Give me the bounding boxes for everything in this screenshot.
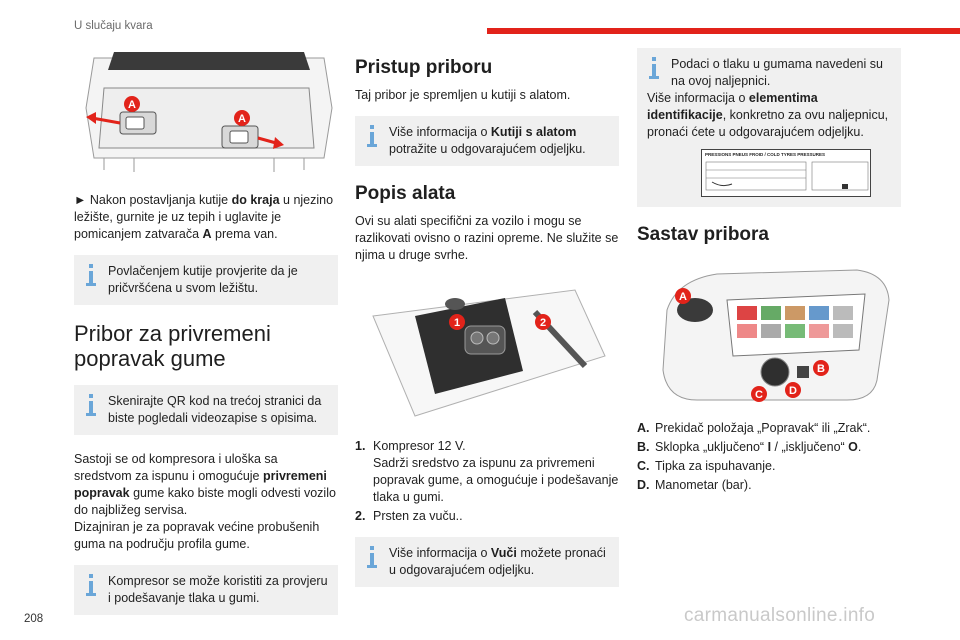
- tool-list-intro: Ovi su alati specifični za vozilo i mogu…: [355, 214, 619, 262]
- callout-a-left: A: [128, 99, 136, 111]
- step-arrow-icon: ►: [74, 193, 87, 207]
- figure-box-latches: A A: [74, 48, 338, 178]
- info-box-qr-code: Skenirajte QR kod na trećoj stranici da …: [74, 385, 338, 435]
- callout-d: D: [789, 385, 797, 397]
- info-icon: [86, 574, 96, 598]
- column-left: A A ► Nakon postavljanja kutije do kraja…: [74, 48, 338, 631]
- callout-a-right: A: [238, 113, 246, 125]
- info-box-toolbox: Više informacija o Kutiji s alatom potra…: [355, 116, 619, 166]
- section-heading-tool-list: Popis alata: [355, 183, 456, 204]
- list-item: C.Tipka za ispuhavanje.: [637, 459, 776, 473]
- column-right: Podaci o tlaku u gumama navedeni su na o…: [637, 48, 901, 496]
- column-middle: Pristup priboru Taj pribor je spremljen …: [355, 48, 619, 603]
- header-accent-bar: [487, 28, 960, 34]
- running-title: U slučaju kvara: [74, 20, 153, 32]
- kit-components-list: A.Prekidač položaja „Popravak“ ili „Zrak…: [637, 420, 901, 494]
- tool-list: 1. Kompresor 12 V. Sadrži sredstvo za is…: [355, 438, 619, 525]
- info-icon: [367, 546, 377, 570]
- watermark: carmanualsonline.info: [684, 605, 876, 626]
- info-icon: [367, 125, 377, 149]
- info-box-tyre-label: Podaci o tlaku u gumama navedeni su na o…: [637, 48, 901, 207]
- callout-b: B: [817, 363, 825, 375]
- list-item: 1. Kompresor 12 V. Sadrži sredstvo za is…: [355, 439, 619, 504]
- list-item: A.Prekidač položaja „Popravak“ ili „Zrak…: [637, 421, 871, 435]
- info-box-compressor: Kompresor se može koristiti za provjeru …: [74, 565, 338, 615]
- list-item: D.Manometar (bar).: [637, 478, 752, 492]
- callout-2: 2: [540, 317, 546, 329]
- callout-c: C: [755, 389, 763, 401]
- page-number: 208: [24, 613, 44, 625]
- info-icon: [649, 57, 659, 81]
- box-latch-illustration: A A: [85, 52, 333, 172]
- list-item: 2. Prsten za vuču..: [355, 509, 463, 523]
- compressor-illustration: A B C D: [662, 269, 890, 402]
- section-heading-repair-kit: Pribor za privremeni popravak gume: [74, 321, 271, 371]
- list-item: B.Sklopka „uključeno“ I / „isključeno“ O…: [637, 440, 862, 454]
- figure-toolbox: 1 2: [355, 276, 619, 426]
- kit-description: Sastoji se od kompresora i uloška sa sre…: [74, 452, 336, 517]
- install-step: ► Nakon postavljanja kutije do kraja u n…: [74, 193, 334, 241]
- section-heading-access: Pristup priboru: [355, 57, 493, 78]
- tyre-label-title: PRESSIONS PNEUS FROID / COLD TYRES PRESS…: [705, 152, 826, 157]
- tyre-label-graphic: [705, 161, 869, 191]
- tyre-pressure-label: PRESSIONS PNEUS FROID / COLD TYRES PRESS…: [701, 149, 871, 197]
- callout-1: 1: [454, 317, 460, 329]
- info-box-check-fixing: Povlačenjem kutije provjerite da je prič…: [74, 255, 338, 305]
- info-icon: [86, 264, 96, 288]
- info-icon: [86, 394, 96, 418]
- toolbox-illustration: 1 2: [372, 289, 606, 417]
- section-heading-kit-components: Sastav pribora: [637, 224, 769, 245]
- info-box-towing: Više informacija o Vuči možete pronaći u…: [355, 537, 619, 587]
- callout-a: A: [679, 291, 687, 303]
- kit-design-note: Dizajniran je za popravak većine probuše…: [74, 520, 320, 551]
- figure-compressor: A B C D: [637, 260, 901, 410]
- access-intro: Taj pribor je spremljen u kutiji s alato…: [355, 88, 571, 102]
